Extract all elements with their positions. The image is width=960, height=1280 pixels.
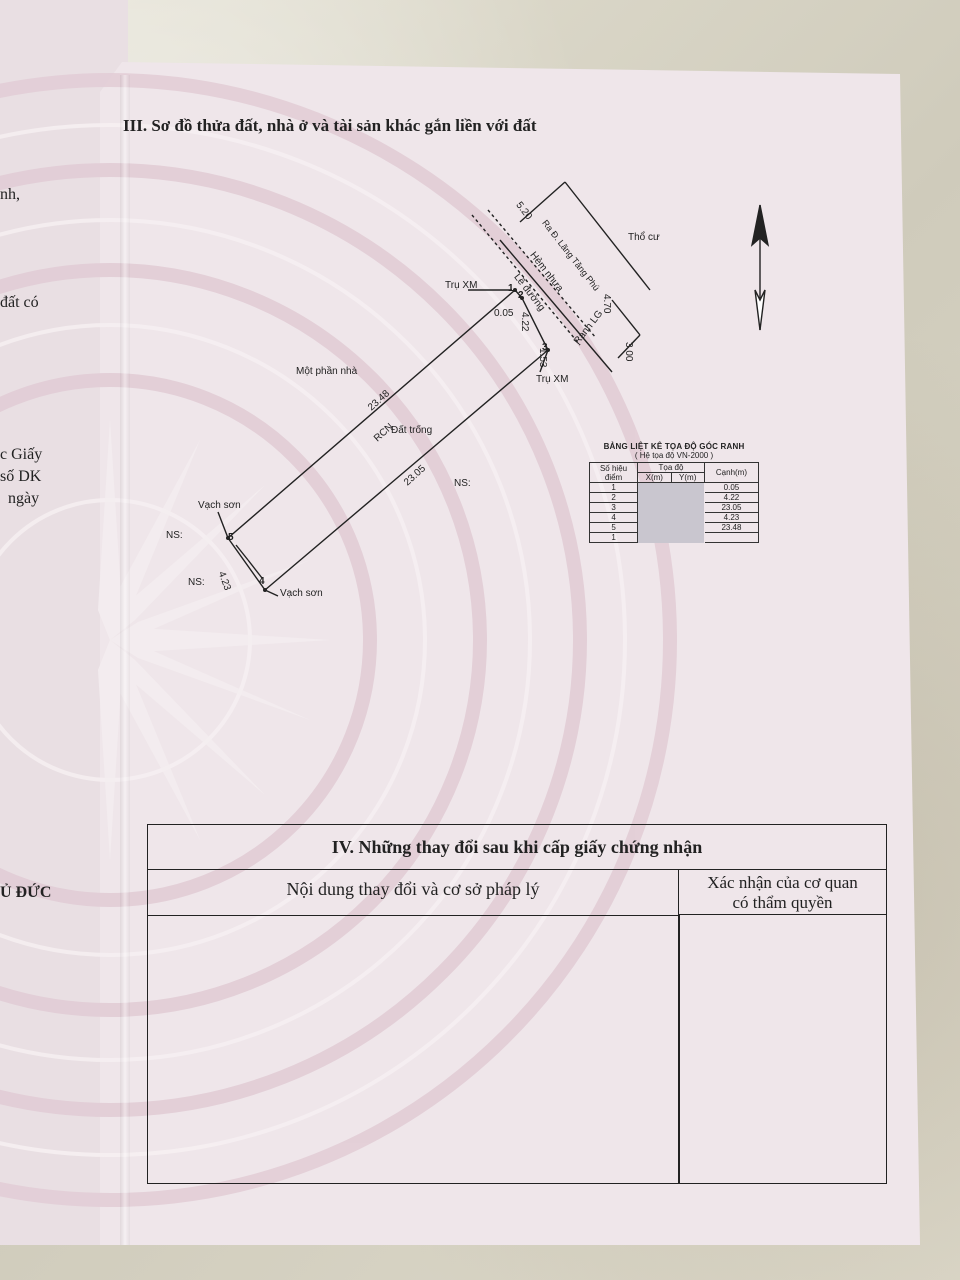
left-fragment-6: Ủ ĐỨC — [0, 884, 52, 901]
table-row: 1 — [588, 532, 760, 543]
point-label: 1 — [508, 283, 514, 294]
neighbor-label: NS: — [166, 530, 183, 541]
page-fold — [120, 75, 130, 1245]
neighbor-label: Một phần nhà — [296, 366, 358, 377]
left-fragment-3: c Giấy — [0, 446, 43, 463]
col-header-y: Y(m) — [670, 472, 705, 483]
plot-boundary — [227, 289, 549, 592]
dimension-label: 4.22 — [519, 312, 530, 332]
paper-right-page — [100, 62, 920, 1245]
dimension-label: 3.00 — [623, 342, 634, 362]
point-label: 5 — [228, 532, 234, 543]
left-fragment-4: số DK — [0, 468, 42, 485]
left-fragment-5: ngày — [8, 490, 40, 507]
neighbor-label: NS: — [188, 577, 205, 588]
point-label: 2 — [518, 290, 524, 301]
left-fragment-2: đất có — [0, 294, 39, 311]
section-4-title: IV. Những thay đổi sau khi cấp giấy chứn… — [148, 825, 886, 870]
section-3-title: III. Sơ đồ thửa đất, nhà ở và tài sản kh… — [123, 116, 537, 135]
col-header-x: X(m) — [637, 472, 672, 483]
marker-label: Trụ XM — [445, 280, 478, 291]
dimension-label: 4.70 — [601, 294, 612, 314]
col-header-coords: Tọa độ — [637, 462, 705, 473]
section-4-box: IV. Những thay đổi sau khi cấp giấy chứn… — [147, 824, 887, 1184]
coordinate-table: BẢNG LIỆT KÊ TỌA ĐỘ GÓC RANH ( Hệ tọa độ… — [588, 442, 760, 543]
point-label: 4 — [259, 576, 265, 587]
neighbor-label: Thổ cư — [628, 232, 660, 243]
column-divider — [678, 915, 680, 1183]
changes-column-header: Nội dung thay đổi và cơ sở pháp lý — [148, 869, 679, 916]
neighbor-label: NS: — [454, 478, 471, 489]
col-header-edge: Cạnh(m) — [703, 462, 760, 483]
coordinate-table-subtitle: ( Hệ tọa độ VN-2000 ) — [634, 451, 714, 460]
neighbor-label: Đất trống — [391, 425, 433, 436]
dimension-label: 0.05 — [494, 308, 514, 319]
marker-label: Vạch sơn — [198, 500, 241, 511]
left-fragment-1: nh, — [0, 186, 20, 203]
marker-label: Trụ XM — [536, 374, 569, 385]
coordinate-table-title: BẢNG LIỆT KÊ TỌA ĐỘ GÓC RANH — [603, 442, 745, 451]
marker-label: Vạch sơn — [280, 588, 323, 599]
authority-column-header: Xác nhận của cơ quan có thẩm quyền — [679, 869, 886, 915]
point-label: 3 — [542, 342, 548, 353]
